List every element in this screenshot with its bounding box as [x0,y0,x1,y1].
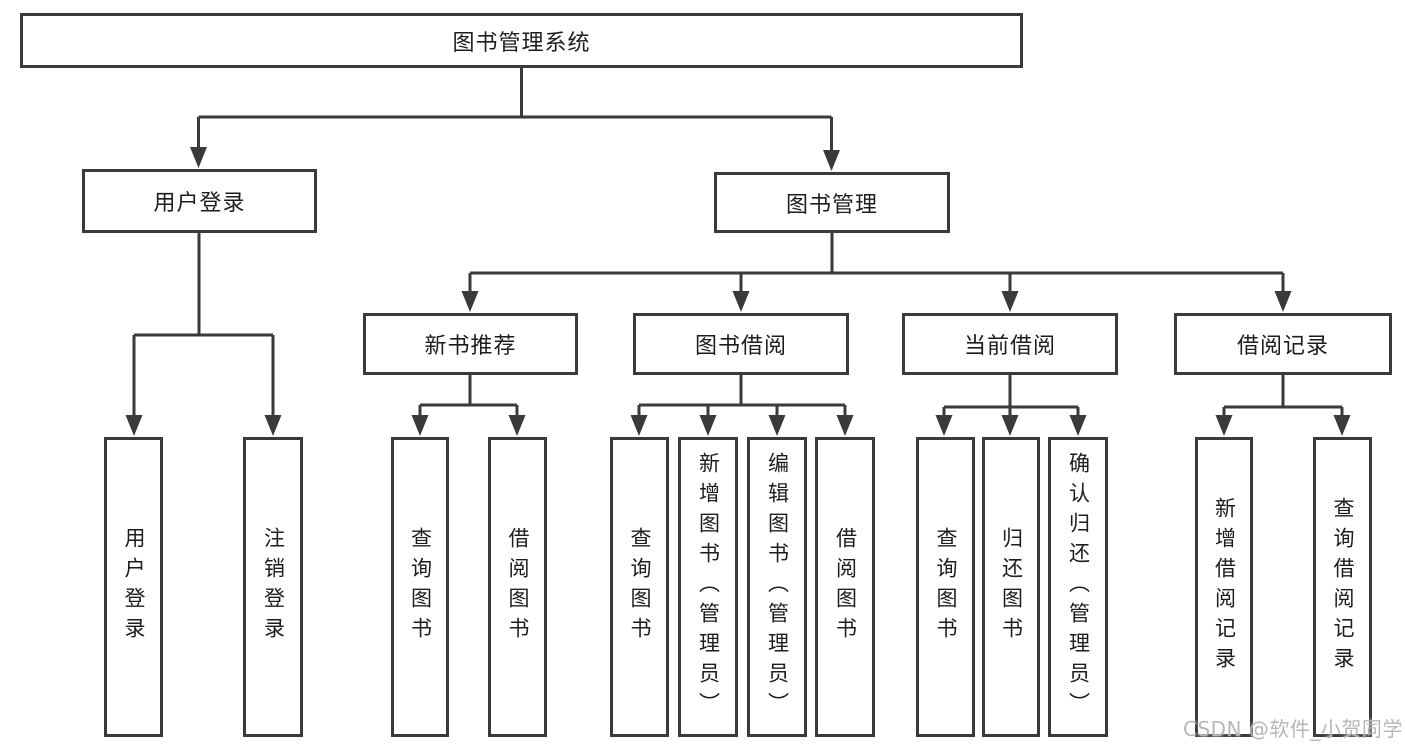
leaf-edit-books-admin-label: 编辑图书（管理员） [765,452,790,722]
node-new-book-recommendation: 新书推荐 [363,313,578,375]
arrow-icon [1069,415,1087,436]
leaf-return-books: 归还图书 [982,437,1040,737]
leaf-user-login-label: 用户登录 [122,527,146,647]
arrow-icon [125,415,143,436]
node-new-book-recommendation-label: 新书推荐 [424,334,517,359]
node-current-borrowing: 当前借阅 [902,313,1118,375]
arrow-icon [264,415,282,436]
leaf-borrow-books-borrowing-label: 借阅图书 [833,527,858,647]
leaf-user-login: 用户登录 [104,437,163,737]
arrow-icon [411,415,429,436]
leaf-add-books-admin: 新增图书（管理员） [678,437,738,737]
leaf-borrow-books-borrowing: 借阅图书 [815,437,875,737]
leaf-query-borrow-record: 查询借阅记录 [1313,437,1372,737]
leaf-query-books-current: 查询图书 [916,437,975,737]
leaf-add-borrow-record: 新增借阅记录 [1195,437,1253,737]
node-library-management-system-label: 图书管理系统 [452,30,591,56]
node-book-management: 图书管理 [714,172,950,233]
arrow-icon [1274,291,1292,312]
arrow-icon [1215,415,1233,436]
leaf-edit-books-admin: 编辑图书（管理员） [747,437,807,737]
node-book-borrowing: 图书借阅 [633,313,849,375]
node-book-borrowing-label: 图书借阅 [694,334,787,359]
arrow-icon [935,415,953,436]
arrow-icon [836,415,854,436]
leaf-borrow-books-recommend: 借阅图书 [488,437,547,737]
arrow-icon [508,415,526,436]
arrow-icon [630,415,648,436]
leaf-query-books-borrowing: 查询图书 [610,437,669,737]
leaf-query-books-current-label: 查询图书 [934,527,958,647]
leaf-query-books-borrowing-label: 查询图书 [628,527,652,647]
leaf-confirm-return-admin: 确认归还（管理员） [1048,437,1108,737]
arrow-icon [768,415,786,436]
node-user-login: 用户登录 [82,169,317,233]
arrow-icon [699,415,717,436]
arrow-icon [732,291,750,312]
node-borrowing-records: 借阅记录 [1174,313,1392,375]
leaf-logout: 注销登录 [243,437,303,737]
connector-paths [132,67,1344,418]
node-current-borrowing-label: 当前借阅 [963,334,1056,359]
arrow-icon [190,147,207,168]
arrow-icon [1333,415,1351,436]
leaf-logout-label: 注销登录 [261,527,286,647]
arrow-icon [823,150,840,171]
arrow-icon [461,291,479,312]
leaf-confirm-return-admin-label: 确认归还（管理员） [1066,452,1091,722]
leaf-return-books-label: 归还图书 [999,527,1024,647]
leaf-add-books-admin-label: 新增图书（管理员） [696,452,721,722]
leaf-query-books-recommend: 查询图书 [391,437,449,737]
watermark: CSDN @软件_小贺同学 [1183,717,1403,741]
leaf-query-books-recommend-label: 查询图书 [408,527,433,647]
node-borrowing-records-label: 借阅记录 [1236,334,1329,359]
arrow-icon [1001,415,1019,436]
arrowheads [125,147,1351,436]
leaf-borrow-books-recommend-label: 借阅图书 [506,527,530,647]
leaf-add-borrow-record-label: 新增借阅记录 [1212,497,1237,677]
leaf-query-borrow-record-label: 查询借阅记录 [1331,497,1355,677]
node-book-management-label: 图书管理 [785,192,878,218]
node-user-login-label: 用户登录 [153,191,246,216]
arrow-icon [1001,291,1019,312]
node-library-management-system: 图书管理系统 [20,13,1023,68]
